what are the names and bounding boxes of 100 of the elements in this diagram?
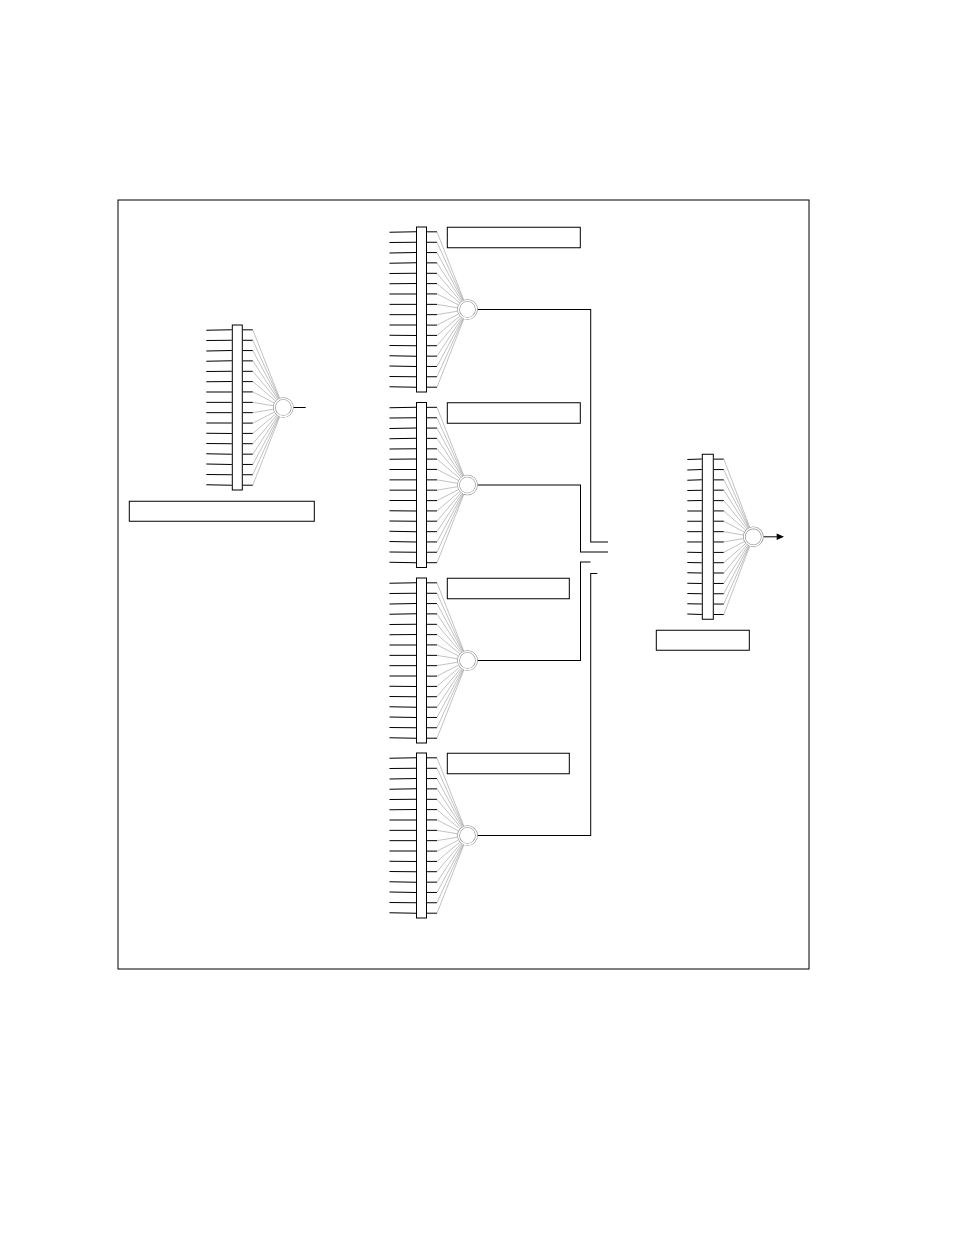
input-line	[205, 370, 233, 372]
input-line	[389, 623, 417, 625]
connection-line	[426, 757, 465, 827]
input-line	[389, 468, 417, 471]
connection-line	[426, 844, 463, 893]
label-box	[446, 226, 581, 249]
input-line	[205, 360, 233, 362]
connection-line	[242, 408, 274, 414]
input-line	[389, 819, 417, 821]
input-line	[389, 417, 417, 419]
input-line	[389, 252, 417, 254]
connection-line	[426, 310, 458, 316]
connection-line	[426, 668, 463, 708]
connection-line	[426, 669, 465, 739]
input-line	[389, 829, 417, 831]
input-line	[389, 541, 417, 543]
input-line	[389, 314, 417, 316]
input-line	[686, 541, 703, 543]
input-line	[205, 401, 233, 403]
connection-line	[713, 546, 750, 615]
connection-line	[426, 644, 459, 657]
input-line	[686, 489, 703, 491]
connection-line	[426, 778, 463, 827]
connection-line	[426, 666, 460, 687]
input-line	[389, 427, 417, 429]
connection-line	[426, 767, 464, 827]
connection-line	[242, 381, 276, 402]
input-line	[389, 355, 417, 357]
input-line	[686, 603, 703, 605]
connection-line	[426, 317, 463, 357]
connection-line	[426, 318, 464, 378]
connection-line	[426, 468, 459, 481]
input-line	[389, 231, 417, 233]
input-line	[389, 324, 417, 326]
input-line	[389, 551, 417, 553]
input-line	[389, 613, 417, 615]
connection-line	[426, 844, 464, 904]
input-line	[389, 696, 417, 698]
connection-line	[426, 427, 463, 477]
connection-line	[426, 844, 465, 914]
input-line	[389, 592, 417, 595]
input-line	[389, 685, 417, 687]
connection-line	[426, 479, 458, 484]
connection-line	[426, 839, 459, 852]
connection-line	[426, 252, 463, 301]
input-line	[389, 582, 417, 584]
input-line	[389, 737, 417, 739]
connection-line	[242, 415, 277, 445]
input-line	[389, 665, 417, 667]
double-circle	[457, 825, 478, 846]
connection-line	[426, 634, 460, 655]
vertical-bar	[231, 324, 243, 491]
double-circle	[457, 299, 478, 320]
input-line	[686, 562, 703, 564]
connection-line	[242, 360, 278, 400]
connection-line	[713, 520, 745, 533]
input-line	[205, 350, 233, 352]
input-line	[389, 386, 417, 388]
input-line	[389, 726, 417, 729]
connection-line	[426, 489, 459, 502]
connection-line	[426, 493, 463, 543]
connection-line	[426, 788, 463, 828]
connection-line	[426, 669, 464, 729]
connection-line	[713, 489, 749, 529]
connection-line	[426, 262, 463, 302]
connection-line	[426, 458, 460, 479]
double-circle	[457, 650, 478, 671]
connection-line	[426, 836, 458, 842]
vertical-bar	[416, 752, 427, 919]
input-line	[389, 798, 417, 800]
vertical-bar	[416, 577, 427, 744]
input-line	[389, 767, 417, 770]
connection-line	[713, 541, 745, 553]
vertical-bar	[416, 226, 427, 393]
input-line	[686, 520, 703, 522]
connection-line	[713, 544, 748, 574]
input-line	[389, 860, 417, 862]
connection-line	[426, 668, 462, 698]
input-line	[686, 469, 703, 471]
input-line	[389, 644, 417, 646]
input-line	[686, 613, 703, 615]
connection-line	[426, 582, 465, 652]
input-line	[389, 561, 417, 564]
connection-line	[713, 545, 749, 595]
output-line	[293, 407, 307, 408]
label-box	[655, 629, 750, 651]
input-line	[686, 582, 703, 584]
connection-line	[242, 415, 278, 455]
input-line	[389, 716, 417, 718]
connection-line	[426, 592, 464, 652]
input-line	[389, 334, 417, 336]
label-box	[446, 402, 581, 424]
double-circle	[457, 474, 478, 496]
input-line	[389, 241, 417, 244]
connection-line	[242, 413, 276, 434]
output-line	[477, 561, 591, 661]
input-line	[389, 365, 417, 367]
connection-line	[426, 272, 462, 302]
input-line	[205, 422, 233, 424]
output-line	[477, 484, 609, 553]
